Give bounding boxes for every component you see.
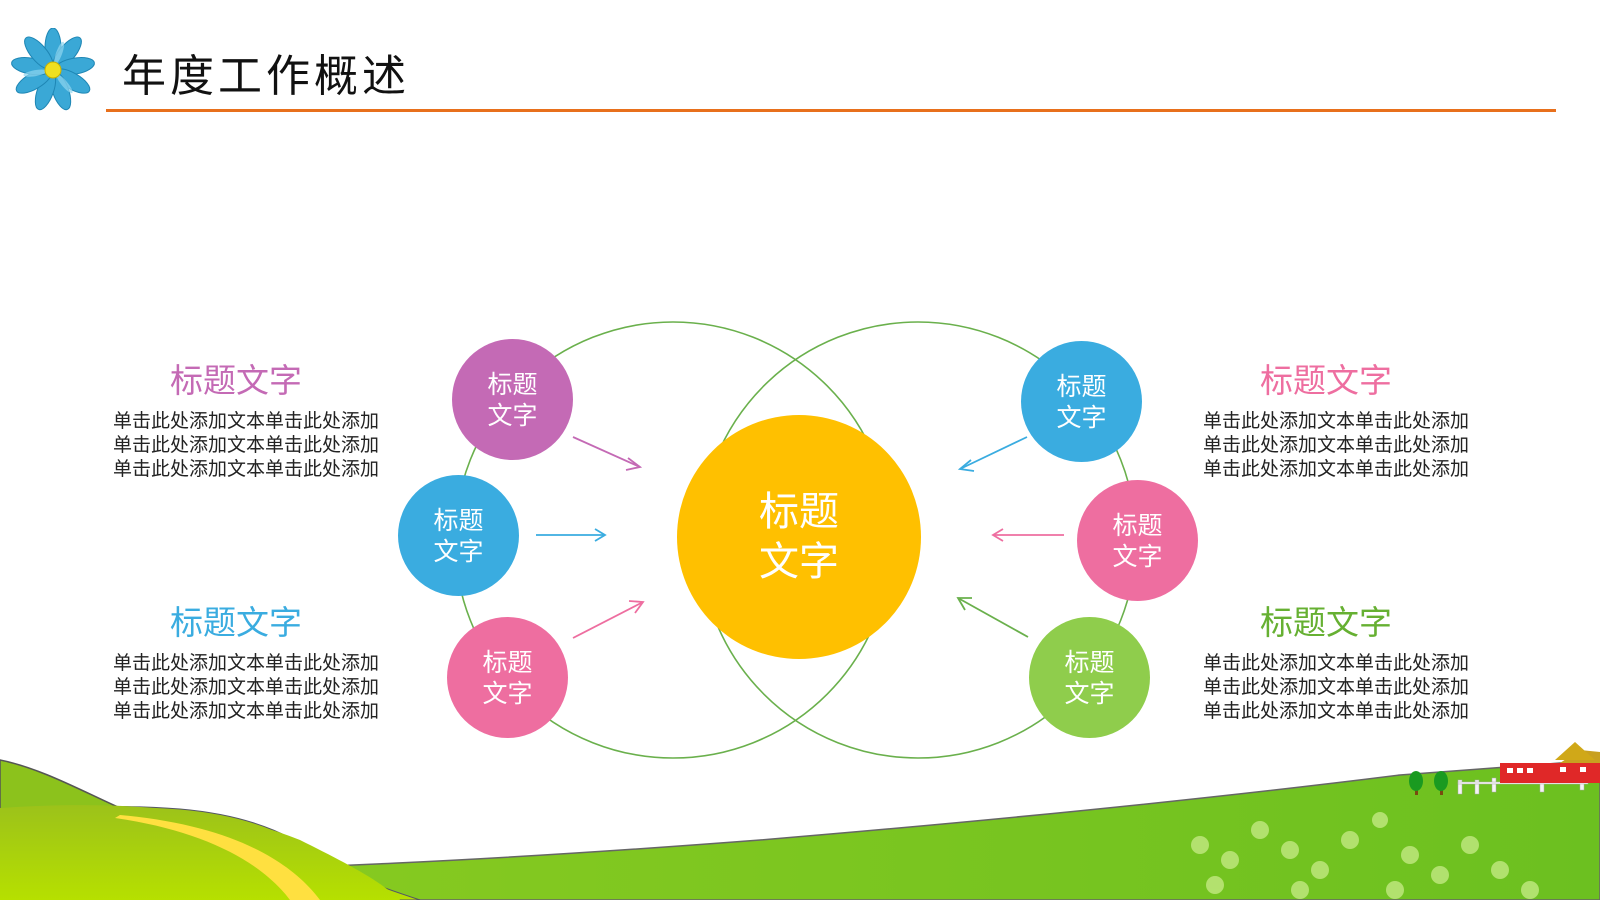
node-label: 标题 文字	[1056, 371, 1107, 432]
center-node-label: 标题 文字	[759, 489, 839, 585]
tree-icon	[1409, 771, 1448, 795]
title-underline	[106, 109, 1556, 112]
arrow-icon	[991, 528, 1064, 542]
node-right-middle[interactable]: 标题 文字	[1077, 480, 1198, 601]
section-body-right-top[interactable]: 单击此处添加文本单击此处添加 单击此处添加文本单击此处添加 单击此处添加文本单击…	[1203, 410, 1470, 480]
node-right-top[interactable]: 标题 文字	[1021, 341, 1142, 462]
section-title-left-top: 标题文字	[170, 361, 302, 400]
node-left-middle[interactable]: 标题 文字	[398, 475, 519, 596]
arrow-icon	[957, 436, 1028, 472]
landscape-hills-icon	[0, 742, 1600, 900]
node-left-top[interactable]: 标题 文字	[452, 339, 573, 460]
flower-icon	[11, 28, 95, 111]
section-body-left-top[interactable]: 单击此处添加文本单击此处添加 单击此处添加文本单击此处添加 单击此处添加文本单击…	[113, 410, 380, 480]
section-title-left-bottom: 标题文字	[170, 603, 302, 642]
node-right-bottom[interactable]: 标题 文字	[1029, 617, 1150, 738]
section-body-left-bottom[interactable]: 单击此处添加文本单击此处添加 单击此处添加文本单击此处添加 单击此处添加文本单击…	[113, 652, 380, 722]
node-label: 标题 文字	[1112, 510, 1163, 571]
page-title: 年度工作概述	[122, 51, 410, 102]
node-label: 标题 文字	[487, 369, 538, 430]
node-left-bottom[interactable]: 标题 文字	[447, 617, 568, 738]
arrow-icon	[572, 436, 643, 471]
section-title-right-top: 标题文字	[1260, 361, 1392, 400]
node-label: 标题 文字	[1064, 647, 1115, 708]
section-body-right-bottom[interactable]: 单击此处添加文本单击此处添加 单击此处添加文本单击此处添加 单击此处添加文本单击…	[1203, 652, 1470, 722]
node-label: 标题 文字	[482, 647, 533, 708]
section-title-right-bottom: 标题文字	[1260, 603, 1392, 642]
center-node[interactable]: 标题 文字	[677, 415, 921, 659]
node-label: 标题 文字	[433, 505, 484, 566]
arrow-icon	[536, 528, 607, 542]
arrow-icon	[956, 597, 1029, 638]
house-icon	[1500, 742, 1600, 783]
arrow-icon	[572, 600, 645, 639]
